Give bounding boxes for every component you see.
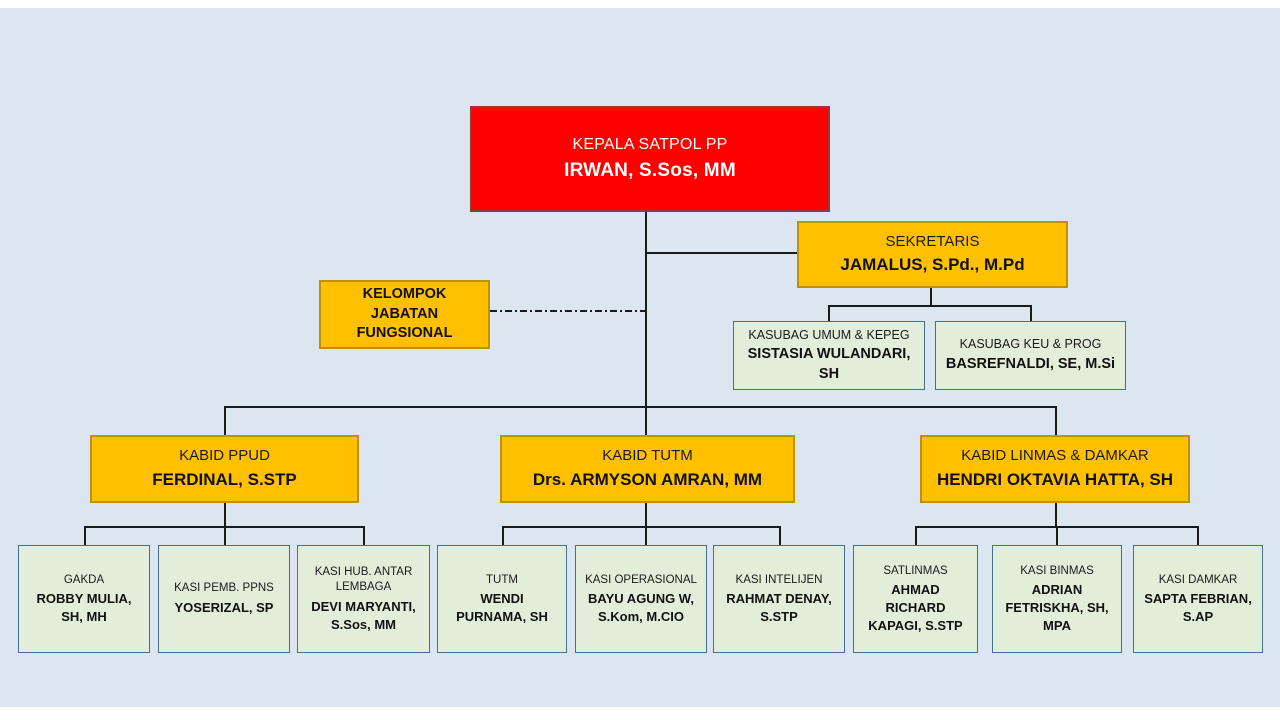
connector-kasubag-horizontal — [828, 305, 1032, 307]
connector-tutm-down — [645, 503, 647, 526]
node-name: ROBBY MULIA, SH, MH — [36, 591, 132, 624]
node-name: HENDRI OKTAVIA HATTA, SH — [936, 469, 1174, 489]
node-name: RAHMAT DENAY, S.STP — [726, 591, 832, 624]
node-name: Drs. ARMYSON AMRAN, MM — [532, 469, 763, 489]
connector-group1-stub3 — [363, 526, 365, 545]
connector-kabid-tutm-stub — [645, 406, 647, 435]
org-node-kasubag-keu-prog: KASUBAG KEU & PROG BASREFNALDI, SE, M.Si — [935, 321, 1126, 390]
node-name: SAPTA FEBRIAN, S.AP — [1144, 591, 1252, 624]
connector-group3-stub1 — [915, 526, 917, 545]
node-title: KASUBAG UMUM & KEPEG — [748, 327, 910, 342]
org-node-kabid-tutm: KABID TUTM Drs. ARMYSON AMRAN, MM — [500, 435, 795, 503]
node-title: KASI HUB. ANTAR LEMBAGA — [314, 565, 413, 594]
node-name: FERDINAL, S.STP — [152, 469, 297, 489]
node-title: KASI DAMKAR — [1158, 573, 1238, 586]
org-node-kabid-ppud: KABID PPUD FERDINAL, S.STP — [90, 435, 359, 503]
node-title: KASI INTELIJEN — [735, 573, 823, 586]
node-title: KEPALA SATPOL PP — [572, 136, 728, 154]
node-title: KASI BINMAS — [1020, 564, 1094, 577]
node-name: BASREFNALDI, SE, M.Si — [945, 356, 1116, 373]
node-title: KASI PEMB. PPNS — [174, 582, 274, 595]
org-node-kasi-intelijen: KASI INTELIJEN RAHMAT DENAY, S.STP — [713, 545, 845, 653]
node-name: ADRIAN FETRISKHA, SH, MPA — [1005, 582, 1109, 633]
node-name: AHMAD RICHARD KAPAGI, S.STP — [868, 582, 963, 633]
connector-fungsional-dashdot — [490, 310, 646, 312]
connector-to-sekretaris — [645, 252, 797, 254]
node-title: KABID LINMAS & DAMKAR — [961, 447, 1149, 465]
connector-kasubag-umum-stub — [828, 305, 830, 321]
connector-kabid-horizontal — [224, 406, 1057, 408]
org-node-kasubag-umum-kepeg: KASUBAG UMUM & KEPEG SISTASIA WULANDARI,… — [733, 321, 925, 390]
connector-group3-stub3 — [1197, 526, 1199, 545]
node-name: JAMALUS, S.Pd., M.Pd — [840, 255, 1025, 275]
org-node-satlinmas: SATLINMAS AHMAD RICHARD KAPAGI, S.STP — [853, 545, 978, 653]
connector-group2-stub3 — [779, 526, 781, 545]
connector-group2-stub2 — [645, 526, 647, 545]
node-title: GAKDA — [63, 573, 105, 586]
node-name: DEVI MARYANTI, S.Sos, MM — [311, 598, 416, 632]
connector-group1-stub2 — [224, 526, 226, 545]
connector-kabid-ppud-stub — [224, 406, 226, 435]
org-node-kasi-pemb-ppns: KASI PEMB. PPNS YOSERIZAL, SP — [158, 545, 290, 653]
connector-group1-stub1 — [84, 526, 86, 545]
connector-linmas-down — [1055, 503, 1057, 526]
connector-kasubag-keu-stub — [1030, 305, 1032, 321]
connector-sekretaris-stub — [930, 288, 932, 306]
connector-kabid-linmas-stub — [1055, 406, 1057, 435]
connector-group2-stub1 — [502, 526, 504, 545]
org-node-kasi-operasional: KASI OPERASIONAL BAYU AGUNG W, S.Kom, M.… — [575, 545, 707, 653]
org-node-kepala-satpol-pp: KEPALA SATPOL PP IRWAN, S.Sos, MM — [470, 106, 830, 212]
org-node-kabid-linmas-damkar: KABID LINMAS & DAMKAR HENDRI OKTAVIA HAT… — [920, 435, 1190, 503]
org-node-kasi-damkar: KASI DAMKAR SAPTA FEBRIAN, S.AP — [1133, 545, 1263, 653]
org-node-kelompok-jabatan-fungsional: KELOMPOK JABATAN FUNGSIONAL — [319, 280, 490, 349]
node-title: SATLINMAS — [883, 564, 948, 577]
connector-group2-horizontal — [502, 526, 780, 528]
connector-kepala-vertical — [645, 212, 647, 406]
node-title: KELOMPOK JABATAN FUNGSIONAL — [356, 286, 453, 342]
node-title: KABID TUTM — [602, 447, 693, 465]
connector-group3-stub2 — [1056, 526, 1058, 545]
node-name: SISTASIA WULANDARI, SH — [747, 346, 911, 382]
node-title: TUTM — [486, 573, 518, 586]
org-node-sekretaris: SEKRETARIS JAMALUS, S.Pd., M.Pd — [797, 221, 1068, 288]
org-node-tutm: TUTM WENDI PURNAMA, SH — [437, 545, 567, 653]
org-node-kasi-hub-antar-lembaga: KASI HUB. ANTAR LEMBAGA DEVI MARYANTI, S… — [297, 545, 430, 653]
node-title: KASUBAG KEU & PROG — [959, 337, 1102, 352]
slide-background: KEPALA SATPOL PP IRWAN, S.Sos, MM SEKRET… — [0, 8, 1280, 707]
org-node-gakda: GAKDA ROBBY MULIA, SH, MH — [18, 545, 150, 653]
node-name: WENDI PURNAMA, SH — [456, 591, 548, 624]
node-name: BAYU AGUNG W, S.Kom, M.CIO — [588, 591, 694, 624]
node-name: IRWAN, S.Sos, MM — [564, 159, 736, 181]
org-node-kasi-binmas: KASI BINMAS ADRIAN FETRISKHA, SH, MPA — [992, 545, 1122, 653]
node-title: SEKRETARIS — [885, 232, 980, 250]
node-name: YOSERIZAL, SP — [174, 599, 274, 615]
node-title: KABID PPUD — [179, 447, 270, 465]
connector-ppud-down — [224, 503, 226, 526]
node-title: KASI OPERASIONAL — [585, 573, 697, 586]
